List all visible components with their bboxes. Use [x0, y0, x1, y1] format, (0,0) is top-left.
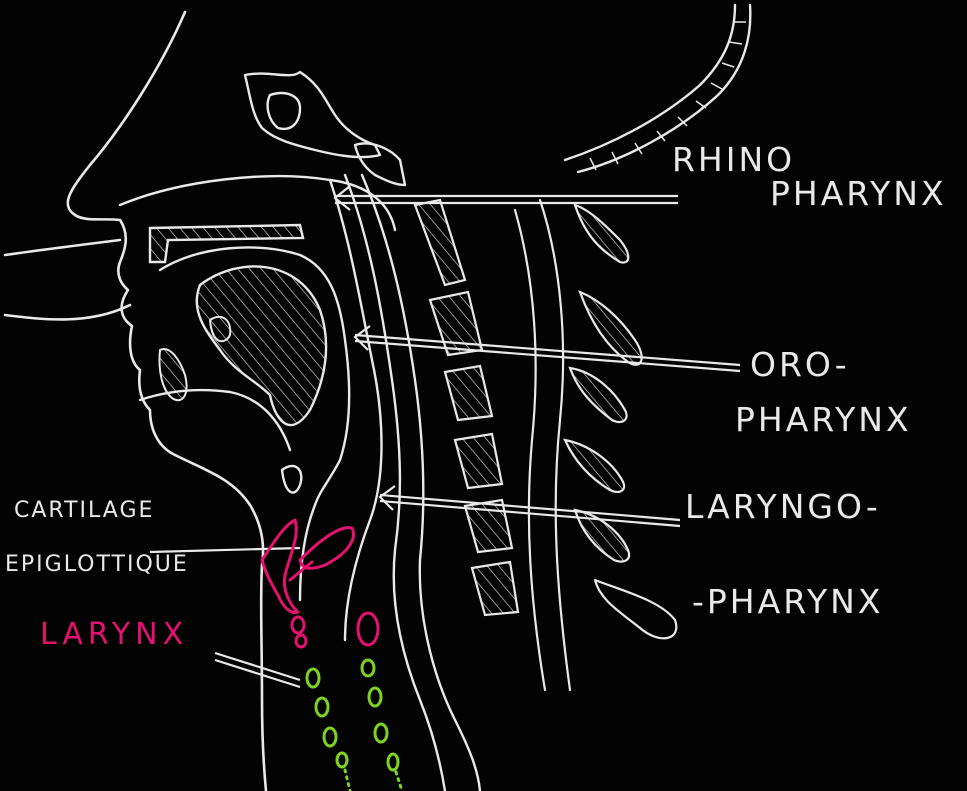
skull-ticks [589, 21, 746, 171]
label-rhino: RHINO [672, 140, 796, 179]
hard-palate [148, 223, 305, 264]
pointer-lines [149, 185, 741, 689]
spine-outline [513, 198, 678, 692]
label-oro-pharynx: PHARYNX [735, 400, 912, 439]
tongue-detail [209, 315, 232, 343]
trachea-rings-green [305, 658, 404, 791]
face-profile [3, 10, 268, 791]
label-larynx: LARYNX [40, 617, 189, 652]
label-laryngo: LARYNGO- [685, 487, 881, 526]
label-cartilage: CARTILAGE [14, 498, 155, 523]
pharynx-walls [138, 173, 482, 791]
epiglottis-pink [260, 518, 380, 649]
label-rhino-pharynx: PHARYNX [770, 174, 947, 213]
mandible-incisor [158, 348, 188, 402]
label-laryngo-pharynx: -PHARYNX [692, 582, 884, 621]
label-epiglottique: EPIGLOTTIQUE [5, 552, 189, 577]
tongue [195, 265, 328, 427]
vertebrae [413, 198, 643, 617]
label-oro: ORO- [750, 345, 850, 384]
